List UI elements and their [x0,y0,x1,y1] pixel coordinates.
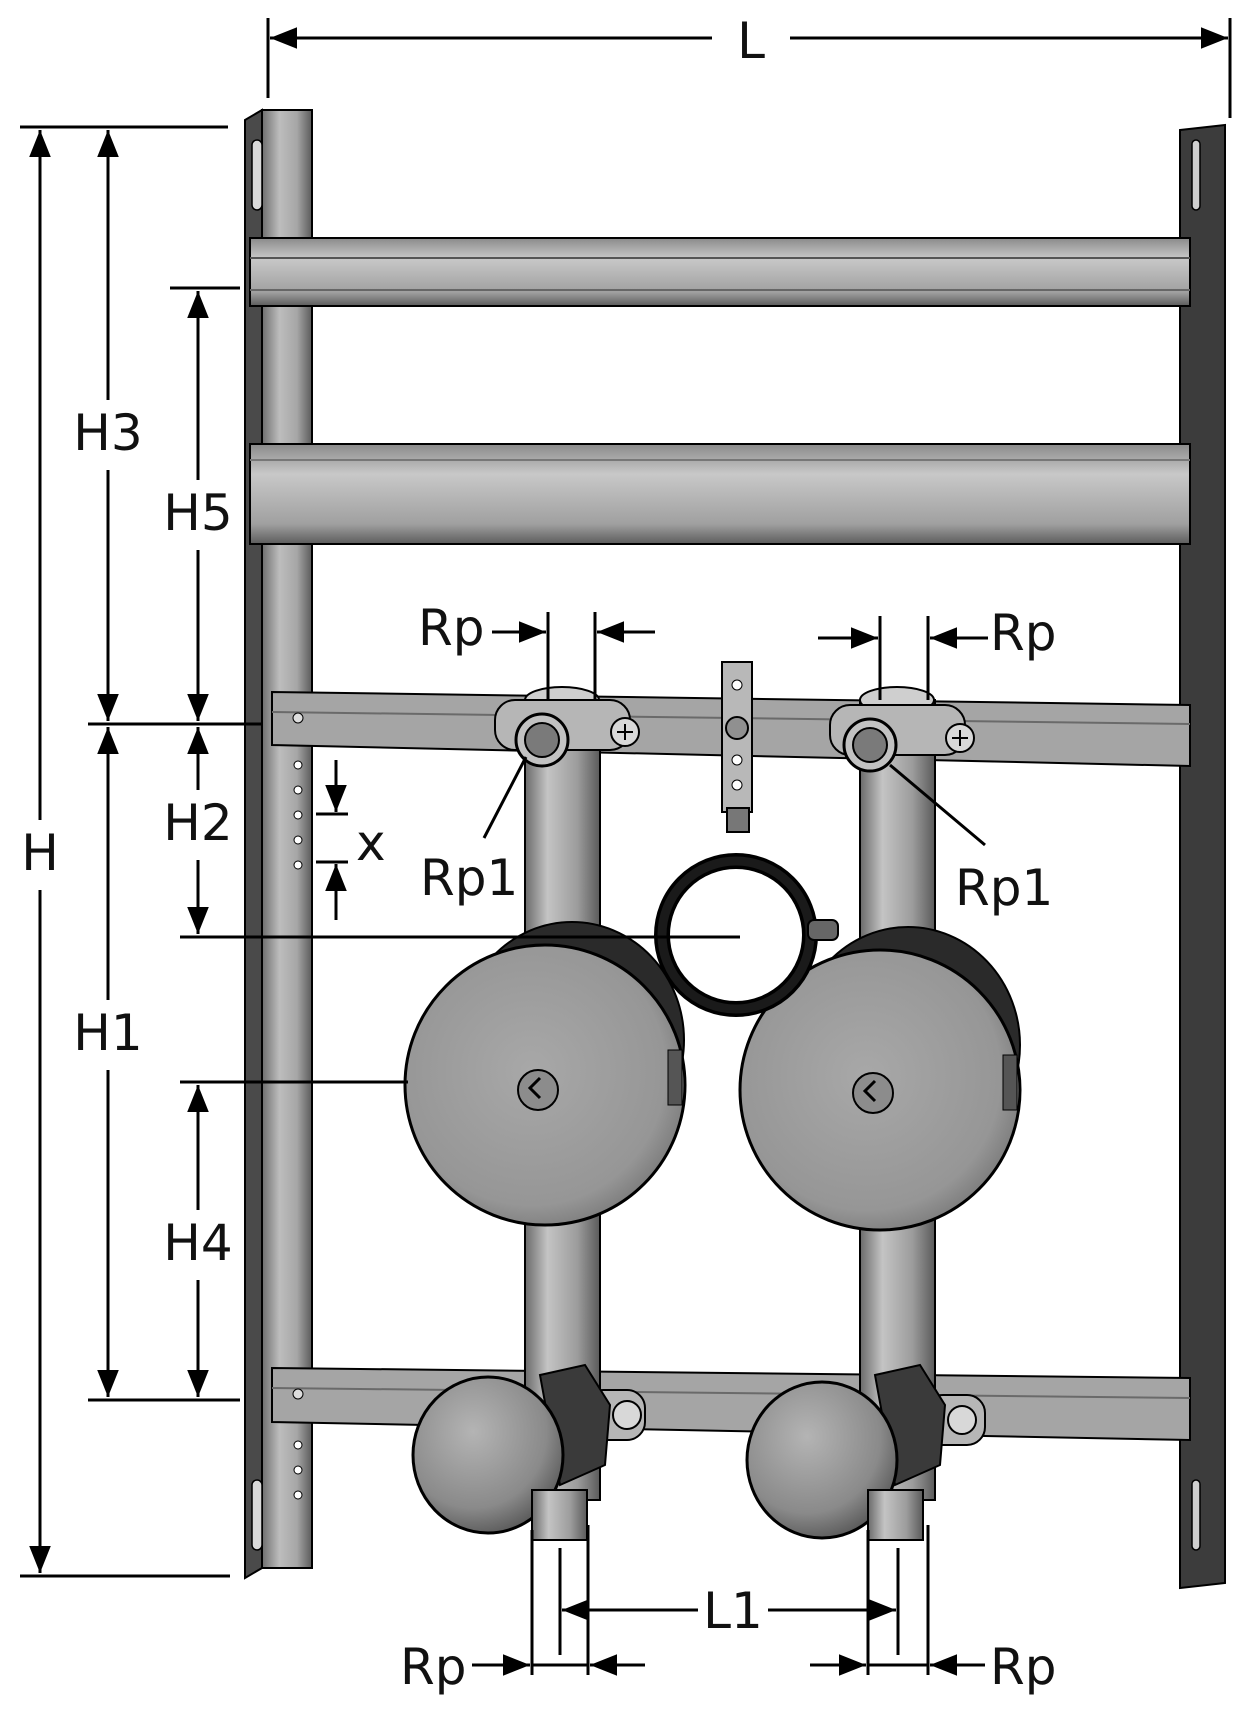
right-post [1179,123,1226,1590]
label-rp1-right: Rp1 [955,859,1053,917]
label-x: x [356,814,386,872]
label-rp-top-left: Rp [418,599,484,657]
label-rp-bottom-right: Rp [990,1638,1056,1696]
top-rail [249,237,1191,307]
label-L1: L1 [703,1582,763,1640]
label-L: L [737,12,765,70]
label-H: H [21,824,59,882]
label-rp-bottom-left: Rp [400,1638,466,1696]
center-pipe-bracket [654,661,839,1017]
label-H5: H5 [163,484,232,542]
label-rp1-left: Rp1 [420,849,518,907]
label-H2: H2 [163,794,232,852]
left-valve-assembly [403,686,687,1541]
label-H4: H4 [163,1214,232,1272]
left-post-holes [293,760,303,1500]
left-post [244,108,313,1580]
dimension-labels: L H H3 H1 H5 H2 H4 x Rp Rp Rp1 Rp1 L1 Rp… [12,10,1056,1696]
label-rp-top-right: Rp [990,604,1056,662]
right-valve-assembly [738,686,1022,1541]
frame [244,108,1226,1590]
middle-rail [249,443,1191,545]
label-H3: H3 [73,404,142,462]
label-H1: H1 [73,1004,142,1062]
lower-fitting-rail [271,1366,1191,1442]
